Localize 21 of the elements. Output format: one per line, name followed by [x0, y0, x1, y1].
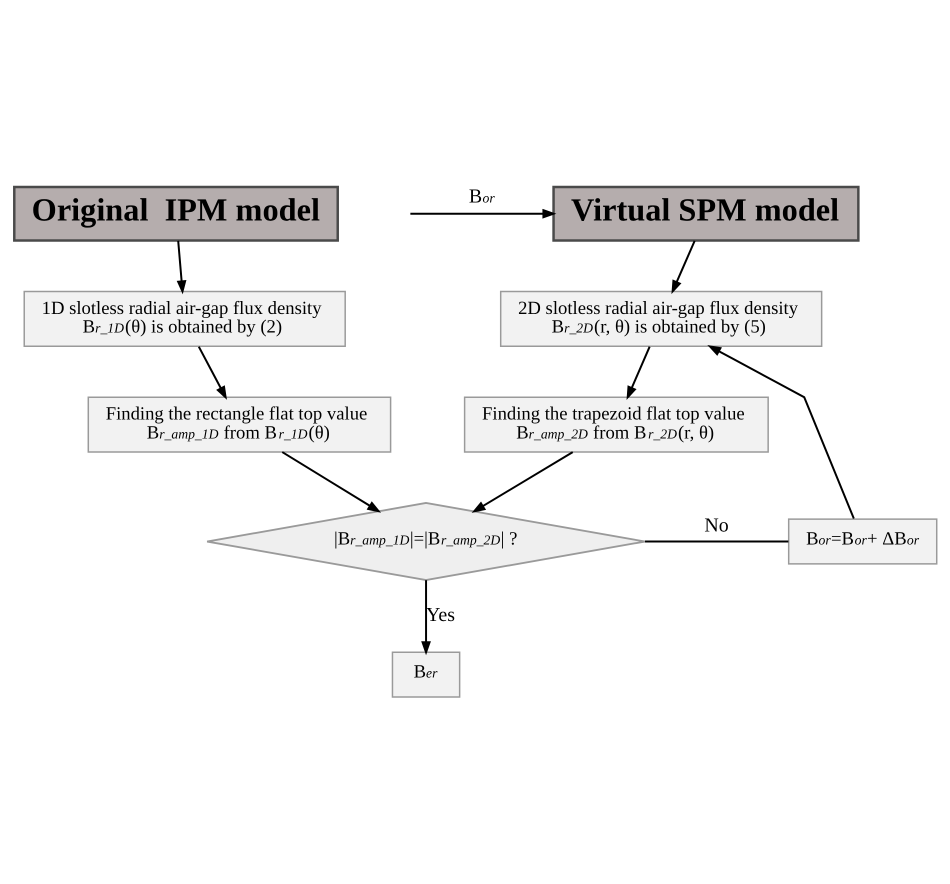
node-box: 2D slotless radial air-gap flux density Br_2D(r, θ) is obtained by (5) — [499, 290, 822, 347]
arrow — [281, 451, 381, 513]
arrow — [626, 346, 650, 400]
arrow — [471, 451, 573, 513]
arrow — [420, 580, 430, 656]
node-box: 1D slotless radial air-gap flux density Br_1D(θ) is obtained by (2) — [22, 290, 346, 347]
node-box: Virtual SPM model — [552, 186, 860, 242]
arrow — [410, 208, 556, 219]
connector — [644, 540, 788, 543]
arrow — [706, 344, 854, 519]
node-box: Finding the trapezoid flat top value Br_amp_2D from Br_2D(r, θ) — [463, 396, 768, 453]
edge-label: Yes — [426, 604, 455, 626]
node-box: Original IPM model — [12, 186, 338, 242]
node-box: Bor=Bor+ ΔBor — [787, 518, 937, 565]
edge-label: Bor — [468, 185, 494, 208]
arrow — [176, 240, 186, 294]
arrow — [197, 346, 226, 400]
node-box: Ber — [391, 652, 460, 698]
edge-label: No — [704, 514, 728, 536]
arrow — [670, 240, 696, 294]
node-box: Finding the rectangle flat top value Br_amp_1D from Br_1D(θ) — [87, 396, 391, 453]
